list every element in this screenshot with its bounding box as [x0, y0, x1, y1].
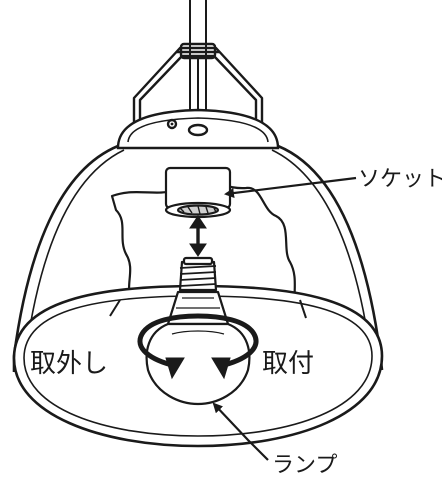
leader-lines [212, 176, 357, 461]
rotation-arrows [137, 313, 259, 369]
attach-label: 取付 [262, 349, 314, 379]
remove-label: 取外し [30, 349, 108, 379]
insert-double-arrow [189, 215, 207, 257]
shade-cap [116, 108, 280, 150]
socket-label: ソケット [358, 167, 442, 192]
socket [164, 166, 232, 219]
rotation-arrowheads [165, 357, 231, 380]
lamp-label: ランプ [272, 453, 337, 476]
lamp-shade [12, 144, 384, 372]
